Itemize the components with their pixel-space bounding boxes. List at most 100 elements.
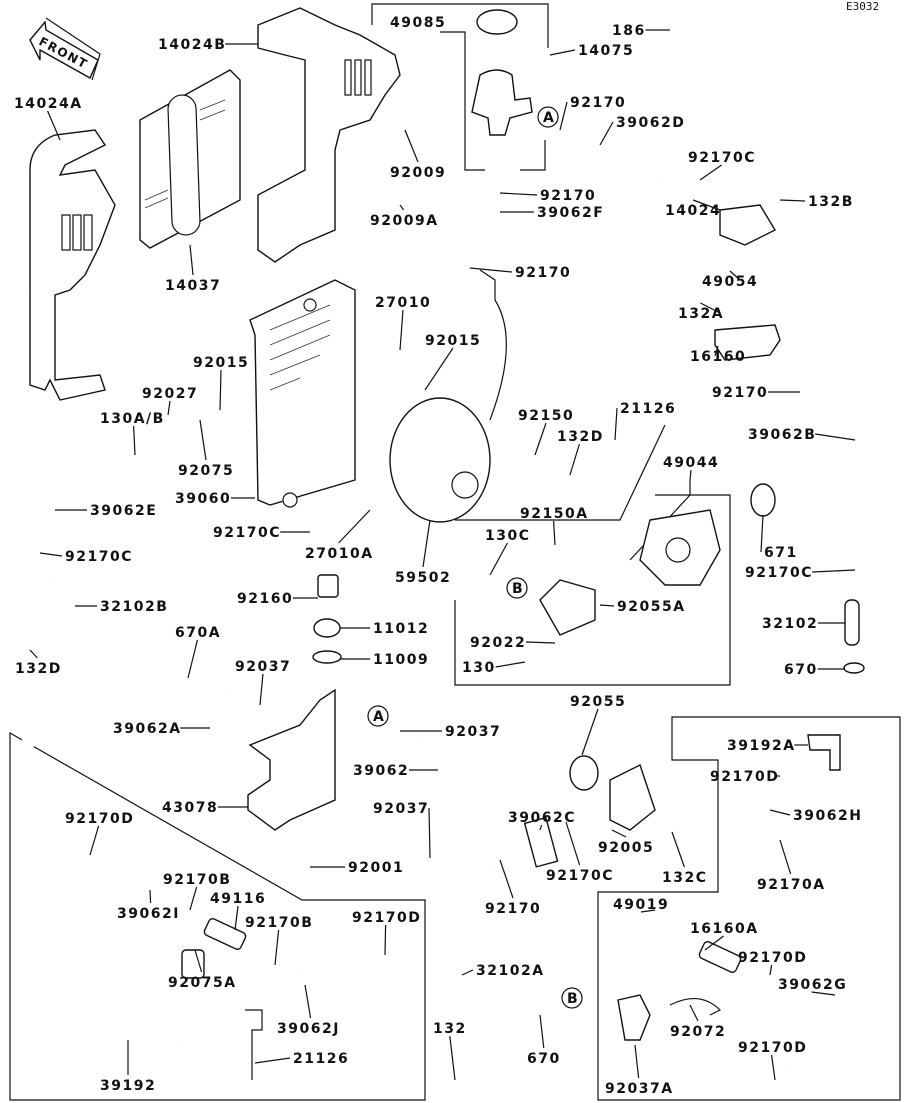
leader-line: [89, 825, 100, 856]
leader-line: [549, 49, 576, 56]
leader-line: [525, 641, 556, 644]
leader-line: [611, 829, 627, 838]
leader-line: [254, 1057, 291, 1064]
part-number-label: 92170D: [738, 950, 807, 966]
leader-line: [234, 905, 239, 931]
part-number-label: 92170D: [738, 1040, 807, 1056]
leader-line: [559, 101, 568, 131]
part-number-label: 92015: [425, 333, 481, 349]
part-number-label: 132A: [678, 306, 724, 322]
part-number-label: 27010A: [305, 546, 374, 562]
leader-line: [553, 520, 556, 546]
part-drawings: [19, 7, 865, 1080]
part-number-label: 92015: [193, 355, 249, 371]
part-number-label: 92170B: [163, 872, 231, 888]
part-number-label: 16160: [690, 349, 746, 365]
part-number-label: 670: [784, 662, 818, 678]
part-number-label: 27010: [375, 295, 431, 311]
leader-line: [634, 1044, 640, 1079]
part-number-label: 132D: [15, 661, 62, 677]
part-number-label: 132: [433, 1021, 467, 1037]
part-number-label: 92170D: [65, 811, 134, 827]
part-number-label: 39192: [100, 1078, 156, 1094]
leader-line: [771, 1054, 776, 1081]
leader-line: [812, 569, 856, 573]
part-number-label: 21126: [620, 401, 676, 417]
part-number-label: 14037: [165, 278, 221, 294]
part-number-label: 92009A: [370, 213, 439, 229]
part-number-label: 92150A: [520, 506, 589, 522]
part-number-label: 92075: [178, 463, 234, 479]
part-number-label: 92037: [445, 724, 501, 740]
svg-text:B: B: [512, 581, 523, 597]
part-number-label: 92009: [390, 165, 446, 181]
leader-line: [133, 425, 136, 456]
svg-text:B: B: [567, 991, 578, 1007]
leader-line: [729, 270, 741, 281]
leader-line: [259, 673, 264, 706]
part-number-label: 39062I: [117, 906, 180, 922]
leader-line: [689, 1004, 699, 1022]
part-number-label: 92170C: [745, 565, 813, 581]
leader-line: [469, 267, 513, 273]
leader-line: [569, 443, 580, 476]
part-number-label: 92170: [540, 188, 596, 204]
part-number-label: 59502: [395, 570, 451, 586]
leader-line: [304, 984, 312, 1019]
part-number-label: 130A/B: [100, 411, 165, 427]
part-number-label: 11009: [373, 652, 429, 668]
part-number-label: 92037: [373, 801, 429, 817]
part-number-label: 49019: [613, 897, 669, 913]
part-number-label: 92170C: [688, 150, 756, 166]
part-number-label: 92055A: [617, 599, 686, 615]
leader-line: [614, 407, 618, 441]
part-number-label: 49054: [702, 274, 758, 290]
part-number-label: 39062E: [90, 503, 157, 519]
leader-line: [769, 809, 791, 816]
part-number-label: 92037: [235, 659, 291, 675]
leader-line: [47, 110, 61, 141]
part-number-label: 14024A: [14, 96, 83, 112]
part-number-label: 92170: [570, 95, 626, 111]
leader-line: [671, 831, 685, 868]
part-number-label: 92170D: [352, 910, 421, 926]
part-number-label: 14075: [578, 43, 634, 59]
part-number-label: 92027: [142, 386, 198, 402]
part-number-label: 49116: [210, 891, 266, 907]
leader-line: [811, 991, 836, 996]
leader-line: [692, 199, 721, 211]
leader-line: [699, 164, 722, 181]
leader-line: [189, 886, 198, 911]
leader-line: [404, 129, 419, 163]
leader-line: [815, 433, 856, 441]
leader-line: [499, 192, 538, 196]
leader-line: [428, 807, 431, 859]
leader-line: [489, 542, 508, 576]
leader-line: [399, 204, 405, 211]
part-number-label: 92022: [470, 635, 526, 651]
leader-line: [194, 949, 203, 973]
part-number-label: 21126: [293, 1051, 349, 1067]
part-number-label: 39060: [175, 491, 231, 507]
part-number-label: 132C: [662, 870, 708, 886]
part-number-label: 39062: [353, 763, 409, 779]
leader-line: [495, 661, 526, 668]
part-number-label: 39062C: [508, 810, 576, 826]
part-number-label: 39062F: [537, 205, 604, 221]
leader-line: [539, 1014, 545, 1049]
diagram-code: E3032: [846, 0, 879, 13]
part-number-label: 39062D: [616, 115, 685, 131]
leader-line: [640, 909, 656, 913]
part-number-label: 32102: [762, 616, 818, 632]
part-number-label: 49044: [663, 455, 719, 471]
leader-line: [29, 649, 38, 659]
part-number-label: 92001: [348, 860, 404, 876]
part-number-label: 186: [612, 23, 646, 39]
part-number-label: 92170: [485, 901, 541, 917]
part-number-label: 43078: [162, 800, 218, 816]
part-number-label: 49085: [390, 15, 446, 31]
leader-line: [534, 422, 547, 456]
callout-B-1: B: [506, 577, 528, 599]
part-number-label: 39192A: [727, 738, 796, 754]
